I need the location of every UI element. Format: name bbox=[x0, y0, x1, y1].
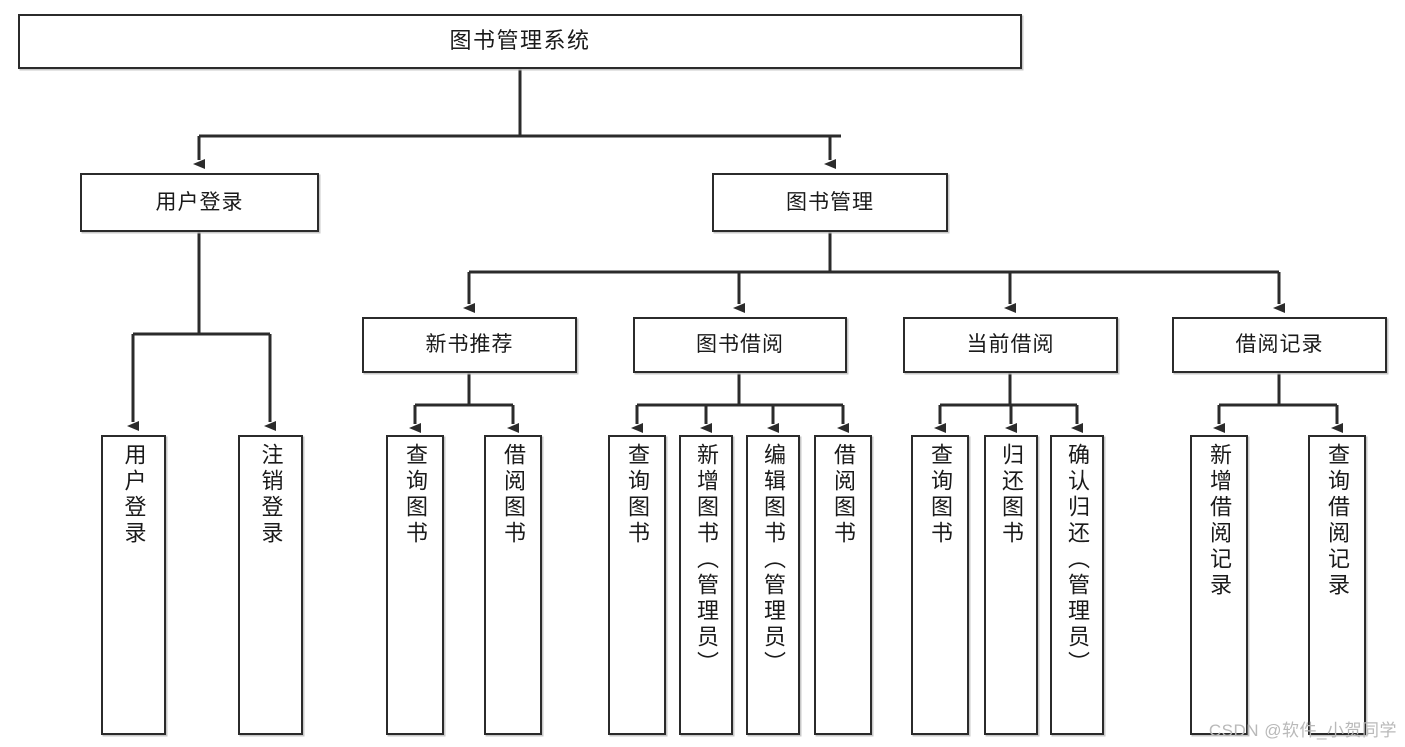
node-root-label: 图书管理系统 bbox=[449, 28, 591, 54]
node-leaf-confirm-return-admin[interactable]: 确认归还（管理员） bbox=[1050, 435, 1104, 735]
node-leaf-borrow-book[interactable]: 借阅图书 bbox=[814, 435, 872, 735]
node-book-management-label: 图书管理 bbox=[786, 190, 874, 214]
node-current-borrow[interactable]: 当前借阅 bbox=[903, 317, 1118, 373]
node-book-borrow[interactable]: 图书借阅 bbox=[633, 317, 847, 373]
node-leaf-label: 借阅图书 bbox=[501, 443, 526, 547]
node-leaf-label: 归还图书 bbox=[999, 443, 1024, 547]
node-leaf-label: 查询图书 bbox=[403, 443, 428, 547]
node-new-book-recommend[interactable]: 新书推荐 bbox=[362, 317, 577, 373]
node-leaf-return-book[interactable]: 归还图书 bbox=[984, 435, 1038, 735]
node-leaf-label: 借阅图书 bbox=[831, 443, 856, 547]
node-borrow-record-label: 借阅记录 bbox=[1235, 333, 1324, 357]
node-book-borrow-label: 图书借阅 bbox=[696, 333, 784, 357]
node-leaf-label: 新增借阅记录 bbox=[1207, 443, 1232, 599]
node-new-book-recommend-label: 新书推荐 bbox=[425, 333, 514, 357]
node-leaf-label: 注销登录 bbox=[258, 443, 284, 547]
node-leaf-borrow-books-recommend[interactable]: 借阅图书 bbox=[484, 435, 542, 735]
node-leaf-add-book-admin[interactable]: 新增图书（管理员） bbox=[679, 435, 733, 735]
node-leaf-label: 用户登录 bbox=[121, 443, 147, 547]
node-user-login[interactable]: 用户登录 bbox=[80, 173, 319, 232]
node-root-system[interactable]: 图书管理系统 bbox=[18, 14, 1022, 69]
node-leaf-label: 查询图书 bbox=[625, 443, 650, 547]
node-leaf-label: 确认归还（管理员） bbox=[1065, 443, 1090, 677]
node-leaf-label: 新增图书（管理员） bbox=[694, 443, 719, 677]
node-leaf-query-books-recommend[interactable]: 查询图书 bbox=[386, 435, 444, 735]
node-book-management[interactable]: 图书管理 bbox=[712, 173, 948, 232]
node-borrow-record[interactable]: 借阅记录 bbox=[1172, 317, 1387, 373]
node-leaf-label: 编辑图书（管理员） bbox=[761, 443, 786, 677]
node-leaf-add-borrow-record[interactable]: 新增借阅记录 bbox=[1190, 435, 1248, 735]
node-leaf-edit-book-admin[interactable]: 编辑图书（管理员） bbox=[746, 435, 800, 735]
node-leaf-query-books-current[interactable]: 查询图书 bbox=[911, 435, 969, 735]
node-leaf-label: 查询图书 bbox=[928, 443, 953, 547]
node-user-login-label: 用户登录 bbox=[155, 190, 244, 214]
node-leaf-query-borrow-record[interactable]: 查询借阅记录 bbox=[1308, 435, 1366, 735]
node-leaf-user-login[interactable]: 用户登录 bbox=[101, 435, 166, 735]
node-leaf-label: 查询借阅记录 bbox=[1325, 443, 1350, 599]
csdn-watermark: CSDN @软件_小贺同学 bbox=[1208, 721, 1397, 740]
node-leaf-logout[interactable]: 注销登录 bbox=[238, 435, 303, 735]
node-current-borrow-label: 当前借阅 bbox=[966, 333, 1055, 357]
node-leaf-query-books-borrow[interactable]: 查询图书 bbox=[608, 435, 666, 735]
